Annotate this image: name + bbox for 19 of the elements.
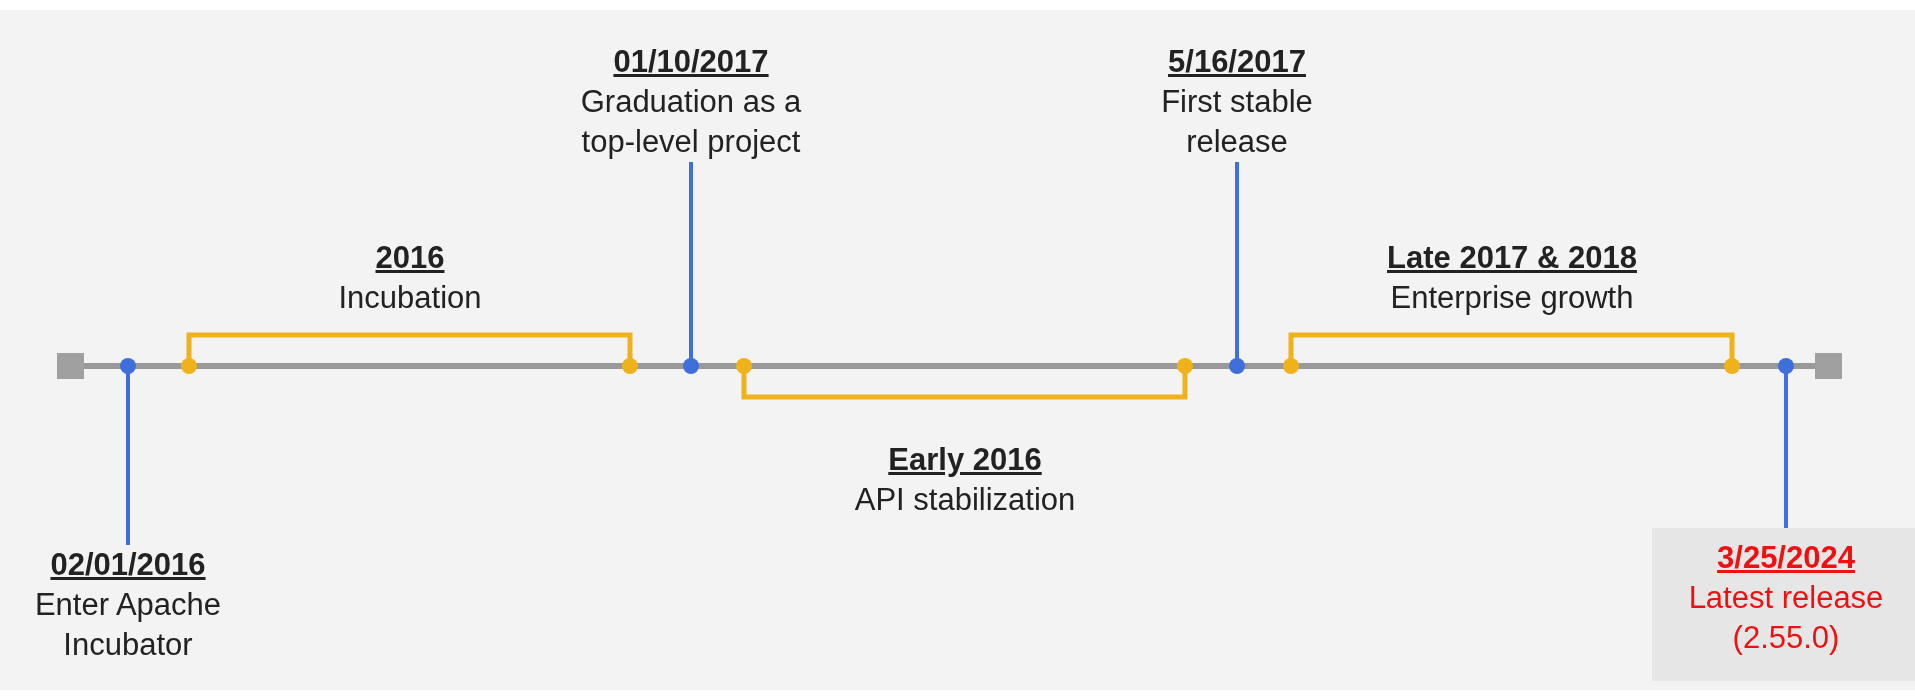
event-date: 02/01/2016: [50, 546, 206, 584]
event-description: Latest release (2.55.0): [1687, 579, 1885, 657]
leader-line: [683, 162, 699, 374]
period-heading: Early 2016: [888, 441, 1042, 479]
period-description: API stabilization: [854, 481, 1076, 519]
event-date: 5/16/2017: [1168, 43, 1306, 81]
leader-line: [1229, 162, 1245, 374]
event-date: 01/10/2017: [613, 43, 769, 81]
event-description: Enter Apache Incubator: [33, 586, 223, 664]
leader-line: [1778, 358, 1794, 528]
event-card: [1651, 528, 1915, 681]
event-description: First stable release: [1160, 83, 1314, 161]
event-date: 3/25/2024: [1717, 539, 1855, 577]
period-description: Incubation: [338, 279, 482, 317]
leader-line: [120, 358, 136, 545]
period-heading: 2016: [375, 239, 445, 277]
period-description: Enterprise growth: [1390, 279, 1634, 317]
event-description: Graduation as a top-level project: [579, 83, 803, 161]
period-heading: Late 2017 & 2018: [1387, 239, 1637, 277]
